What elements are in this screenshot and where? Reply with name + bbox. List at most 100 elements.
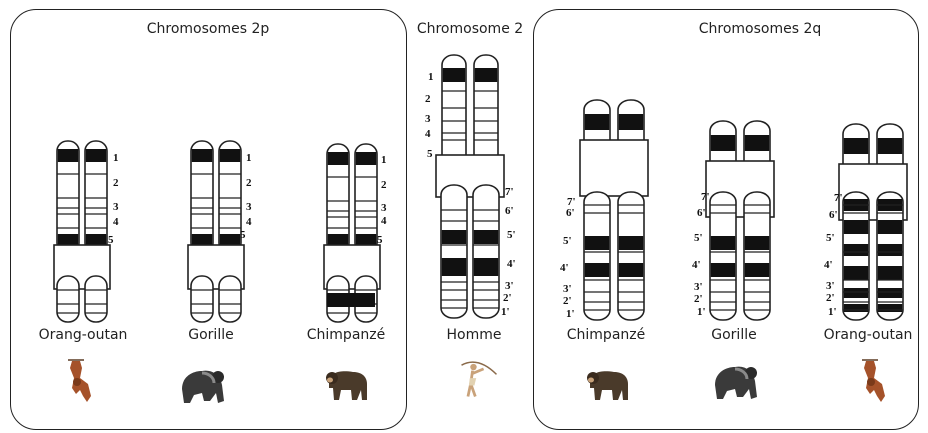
- gorilla-q-band-label: 1': [697, 306, 706, 318]
- orangutan-band-label: 5: [108, 234, 114, 246]
- dark-band: [86, 234, 106, 246]
- orangutan-icon: [58, 358, 108, 404]
- human-p-band-label: 3: [425, 113, 431, 125]
- gorilla-icon: [178, 361, 228, 407]
- chimpanzee-q-band-label: 2': [563, 295, 572, 307]
- dark-band: [878, 220, 902, 234]
- chimpanzee-band-label: 5: [377, 234, 383, 246]
- gorilla-band-label: 5: [240, 229, 246, 241]
- dark-band: [878, 304, 902, 312]
- dark-band: [745, 263, 769, 277]
- human-p-band-label: 4: [425, 128, 431, 140]
- dark-band: [474, 258, 498, 276]
- orangutan-icon: [852, 358, 902, 404]
- chimpanzee-q-band-label: 6': [566, 207, 575, 219]
- human-p-band-label: 5: [427, 148, 433, 160]
- dark-band: [356, 152, 376, 165]
- gorilla-band-label: 2: [246, 177, 252, 189]
- label-chimpanze-2p: Chimpanzé: [286, 327, 406, 343]
- dark-band: [844, 288, 868, 298]
- orangutan-q-band-label: 7': [834, 192, 843, 204]
- dark-band: [328, 152, 348, 165]
- dark-band: [58, 234, 78, 246]
- gorilla-2p-lower-left: [191, 276, 213, 322]
- dark-band: [328, 234, 348, 246]
- orangutan-q-band-label: 4': [824, 259, 833, 271]
- dark-band: [327, 293, 375, 307]
- human-q-band-label: 1': [501, 306, 510, 318]
- orangutan-2p-lower-right: [85, 276, 107, 322]
- human-q-band-label: 2': [503, 292, 512, 304]
- dark-band: [878, 138, 902, 154]
- dark-band: [192, 234, 212, 246]
- gorilla-q-band-label: 3': [694, 281, 703, 293]
- label-orang-outan-2q: Orang-outan: [808, 327, 928, 343]
- dark-band: [442, 258, 466, 276]
- dark-band: [878, 244, 902, 256]
- label-gorille-2q: Gorille: [674, 327, 794, 343]
- chimpanzee-2q-lower-right: [618, 192, 644, 320]
- dark-band: [356, 234, 376, 246]
- gorilla-2p-lower-right: [219, 276, 241, 322]
- chimpanzee-2q-lower-left: [584, 192, 610, 320]
- dark-band: [443, 68, 465, 82]
- dark-band: [844, 220, 868, 234]
- gorilla-band-label: 3: [246, 201, 252, 213]
- chimpanzee-q-band-label: 1': [566, 308, 575, 320]
- gorilla-q-band-label: 7': [701, 191, 710, 203]
- orangutan-q-band-label: 3': [826, 280, 835, 292]
- dark-band: [475, 68, 497, 82]
- dark-band: [844, 266, 868, 280]
- orangutan-band-label: 2: [113, 177, 119, 189]
- centromere-body: [580, 140, 648, 196]
- human-lower-right: [473, 185, 499, 318]
- dark-band: [711, 236, 735, 250]
- human-q-band-label: 3': [505, 280, 514, 292]
- gorilla-q-band-label: 6': [697, 207, 706, 219]
- orangutan-2p-lower-left: [57, 276, 79, 322]
- gorilla-band-label: 4: [246, 216, 252, 228]
- dark-band: [58, 149, 78, 162]
- orangutan-q-band-label: 2': [826, 292, 835, 304]
- label-orang-outan-2p: Orang-outan: [23, 327, 143, 343]
- orangutan-band-label: 3: [113, 201, 119, 213]
- chimpanzee-q-band-label: 5': [563, 235, 572, 247]
- dark-band: [220, 234, 240, 246]
- gorilla-2q-lower-right: [744, 192, 770, 320]
- gorilla-q-band-label: 5': [694, 232, 703, 244]
- human-q-band-label: 5': [507, 229, 516, 241]
- label-homme: Homme: [414, 327, 534, 343]
- chimpanzee-band-label: 4: [381, 215, 387, 227]
- chimpanzee-icon: [323, 360, 373, 406]
- dark-band: [844, 244, 868, 256]
- dark-band: [474, 230, 498, 244]
- orangutan-band-label: 1: [113, 152, 119, 164]
- human-q-band-label: 6': [505, 205, 514, 217]
- orangutan-q-band-label: 6': [829, 209, 838, 221]
- dark-band: [619, 236, 643, 250]
- human-lower-left: [441, 185, 467, 318]
- human-p-band-label: 1: [428, 71, 434, 83]
- chimpanzee-band-label: 2: [381, 179, 387, 191]
- chimpanzee-band-label: 3: [381, 202, 387, 214]
- chimpanzee-band-label: 1: [381, 154, 387, 166]
- dark-band: [878, 266, 902, 280]
- dark-band: [619, 114, 643, 130]
- human-q-band-label: 4': [507, 258, 516, 270]
- orangutan-band-label: 4: [113, 216, 119, 228]
- gorilla-band-label: 1: [246, 152, 252, 164]
- gorilla-2q-lower-left: [710, 192, 736, 320]
- human-p-band-label: 2: [425, 93, 431, 105]
- dark-band: [86, 149, 106, 162]
- dark-band: [585, 114, 609, 130]
- gorilla-q-band-label: 4': [692, 259, 701, 271]
- orangutan-q-band-label: 1': [828, 306, 837, 318]
- chimpanzee-icon: [584, 360, 634, 406]
- label-gorille-2p: Gorille: [151, 327, 271, 343]
- chimpanzee-q-band-label: 3': [563, 283, 572, 295]
- dark-band: [585, 236, 609, 250]
- orangutan-q-band-label: 5': [826, 232, 835, 244]
- chimpanzee-q-band-label: 4': [560, 262, 569, 274]
- gorilla-icon: [711, 357, 761, 403]
- dark-band: [711, 135, 735, 151]
